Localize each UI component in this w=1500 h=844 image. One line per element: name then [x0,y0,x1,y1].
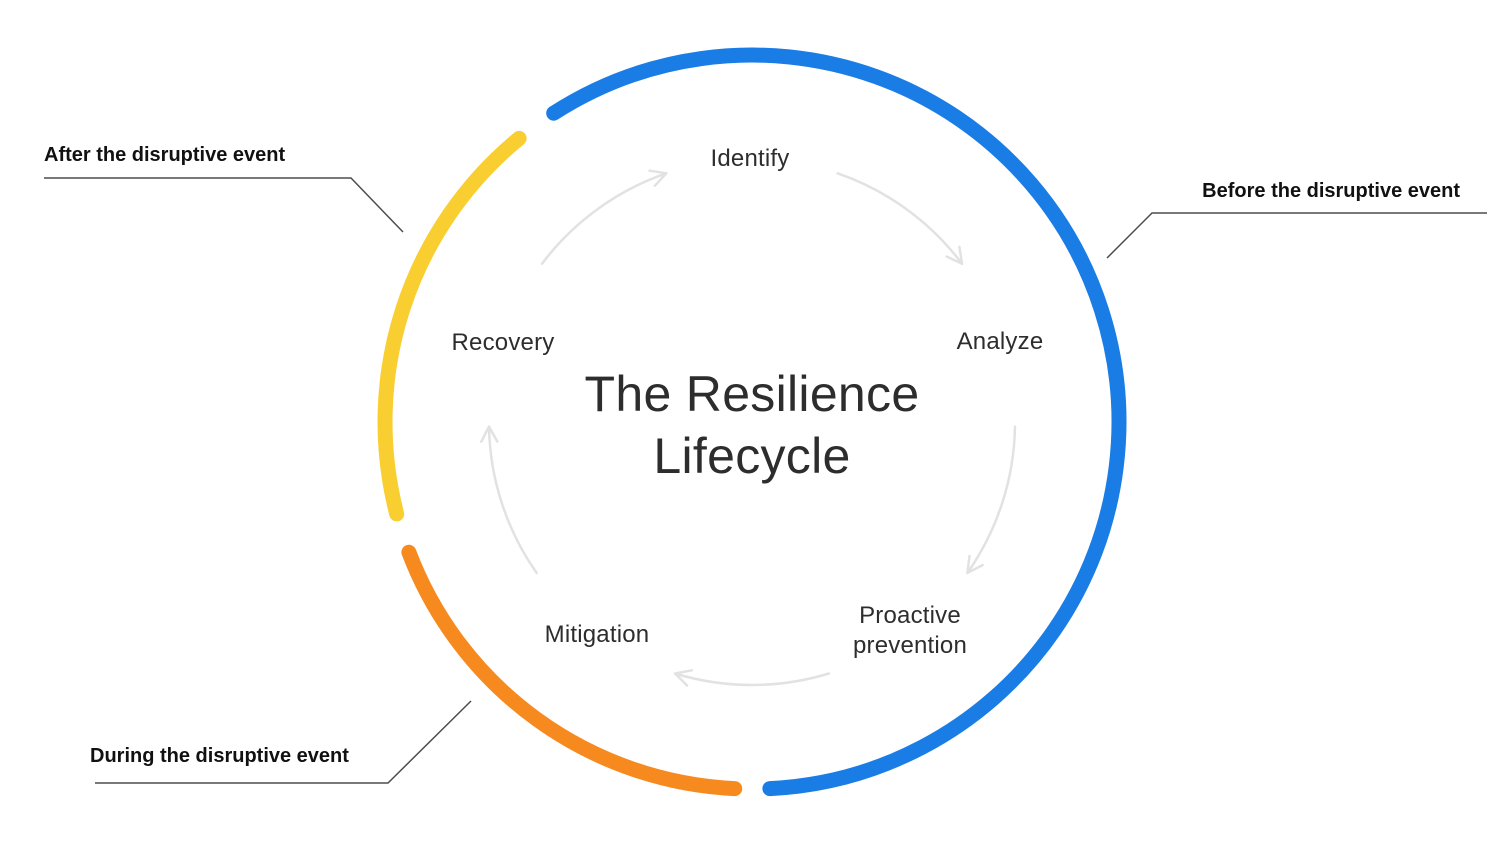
cycle-arrow-shaft [966,425,1017,575]
callout-lines [44,177,1487,784]
callout-line-during [95,700,472,784]
cycle-arrows [480,169,1017,687]
callout-line-before [1106,212,1487,259]
cycle-arrow-shaft [836,172,964,265]
callout-during-label: During the disruptive event [90,745,349,767]
cycle-arrow-shaft [673,672,831,687]
stage-label-analyze: Analyze [956,328,1044,355]
stage-label-recovery: Recovery [451,329,555,356]
arc-before-event [546,47,1127,797]
callout-before-label: Before the disruptive event [1202,180,1460,202]
cycle-arrow-head [945,245,964,265]
callout-line-after [44,177,404,233]
cycle-arrow-shaft [487,425,538,575]
arc-after-event [377,130,527,522]
cycle-arrow-head [480,425,499,443]
arc-during-event [401,544,743,797]
diagram-title: The Resilience Lifecycle [584,366,920,484]
cycle-arrow-shaft [540,172,668,265]
stage-label-mitigation: Mitigation [544,621,650,648]
cycle-arrow-head [966,554,984,575]
callout-after-label: After the disruptive event [44,144,286,166]
cycle-arrow-head [648,169,668,188]
cycle-arrow-head [673,669,694,687]
stage-label-identify: Identify [710,145,790,172]
stage-label-proactive-prevention: Proactive prevention [852,602,968,659]
